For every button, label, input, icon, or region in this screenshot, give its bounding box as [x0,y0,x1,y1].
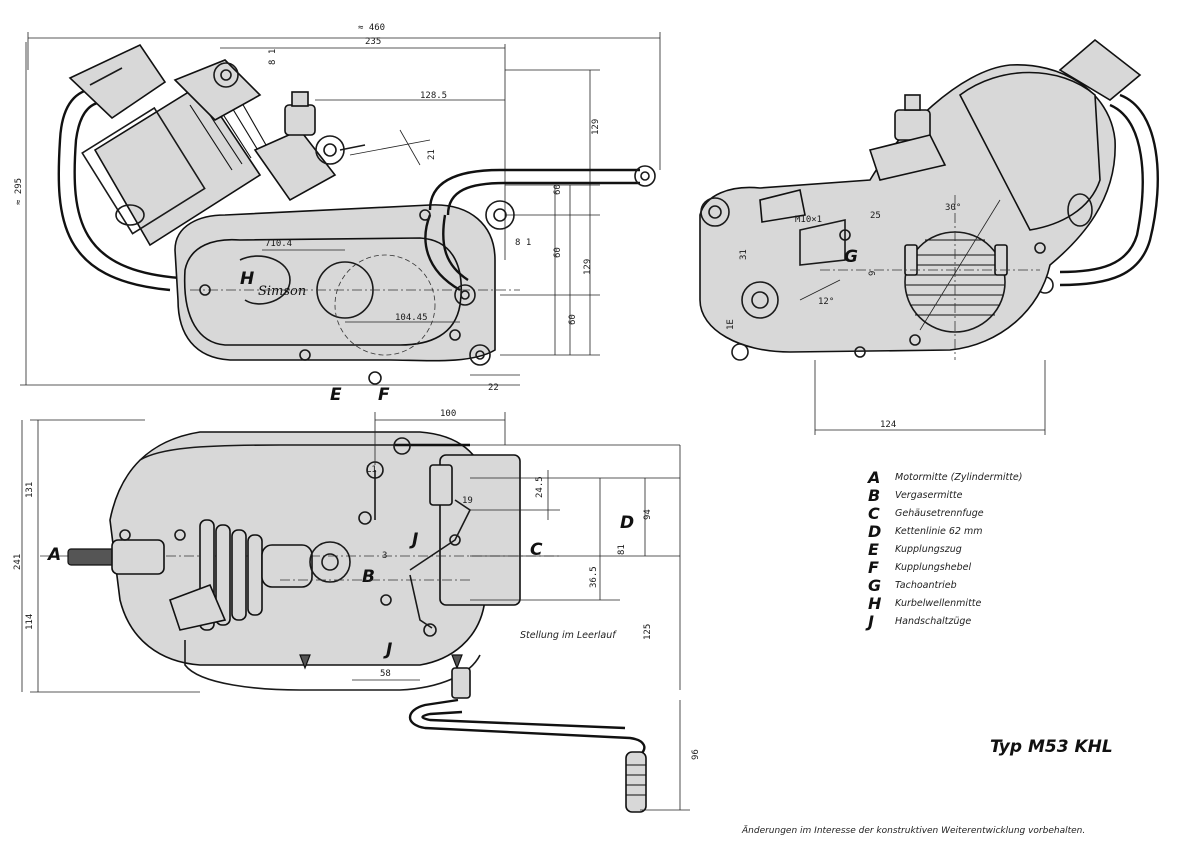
legend-item: H Kurbelwellenmitte [868,594,982,613]
dim-30deg: 30° [945,203,961,213]
dim-3: 3 [382,551,387,561]
type-title: Typ M53 KHL [990,737,1113,757]
dim-12deg: 12° [818,297,834,307]
dim-21: 21 [427,149,437,160]
legend-text: Kupplungshebel [895,562,971,573]
legend-text: Kupplungszug [895,544,962,555]
legend-text: Kurbelwellenmitte [895,598,982,609]
dim-1285: 128.5 [420,91,447,101]
legend-item: E Kupplungszug [868,540,962,559]
legend-item: G Tachoantrieb [868,576,957,595]
dim-96: 96 [691,749,701,760]
dim-114: 114 [25,614,35,630]
dim-8161: 8 1 [515,238,531,248]
dim-60a: 60 [553,184,563,195]
dim-60b: 60 [553,247,563,258]
dim-25: 25 [870,211,881,221]
dim-31: 31 [739,249,749,260]
legend-text: Kettenlinie 62 mm [895,526,982,537]
side-view-right: G 124 30° 25 M10×1 31 1E 12° 9 [699,38,1159,435]
dim-7104: 710.4 [265,239,292,249]
dim-124: 124 [880,420,896,430]
footnote: Änderungen im Interesse der konstruktive… [741,825,1085,836]
legend-item: A Motormitte (Zylindermitte) [866,468,1022,487]
label-D: D [620,513,634,533]
dim-1e: 1E [726,319,736,330]
legend-item: C Gehäusetrennfuge [868,504,984,523]
legend-letter: B [868,486,880,505]
dim-10445: 104.45 [395,313,428,323]
dim-245: 24.5 [535,476,545,498]
legend-item: J Handschaltzüge [865,612,971,631]
label-J1: J [409,530,418,550]
dim-100: 100 [440,409,456,419]
label-B: B [362,567,375,587]
legend-item: F Kupplungshebel [868,558,971,577]
legend-text: Vergasermitte [895,490,963,501]
dim-22: 22 [488,383,499,393]
kickstart-grip [626,764,646,796]
top-view: 131 241 114 A B [13,409,701,813]
dim-235: 235 [365,37,381,47]
label-C: C [530,540,543,560]
dim-129a: 129 [591,119,601,135]
dim-L1: L1 [366,465,377,475]
legend-letter: A [866,468,880,487]
dim-M10: M10×1 [795,215,822,225]
legend-text: Handschaltzüge [895,616,971,627]
dim-131: 131 [25,482,35,498]
label-A: A [46,545,61,565]
dim-81: 8 1 [268,49,278,65]
legend-letter: J [865,612,874,631]
legend-item: B Vergasermitte [868,486,963,505]
legend-letter: E [868,540,879,559]
label-G: G [844,247,858,267]
legend-letter: C [868,504,880,523]
dim-125: 125 [643,624,653,640]
label-H: H [240,269,254,289]
legend-letter: G [868,576,881,595]
legend-text: Motormitte (Zylindermitte) [895,472,1022,483]
dim-81v: 81 [617,544,627,555]
dim-94a: 94 [643,509,653,520]
label-J2: J [383,640,392,660]
legend-letter: H [868,594,882,613]
stellung-note: Stellung im Leerlauf [520,630,617,641]
dim-241: 241 [13,554,23,570]
label-E: E [330,385,342,405]
legend-text: Gehäusetrennfuge [895,508,984,519]
dim-129b: 129 [583,259,593,275]
dim-60c: 60 [568,314,578,325]
dim-58: 58 [380,669,391,679]
legend-letter: F [868,558,879,577]
dim-365: 36.5 [589,566,599,588]
legend-letter: D [868,522,881,541]
legend: A Motormitte (Zylindermitte) B Vergaserm… [865,468,1022,631]
legend-text: Tachoantrieb [895,580,957,591]
legend-item: D Kettenlinie 62 mm [868,522,982,541]
label-F: F [378,385,390,405]
dim-460: ≈ 460 [358,23,385,33]
brand-logo: Simson [258,284,306,299]
dim-9: 9 [868,271,878,276]
dim-19: 19 [462,496,473,506]
dim-295: ≈ 295 [14,178,24,205]
side-view-left: ≈ 460 235 128.5 ≈ 295 129 60 60 129 60 8… [14,23,661,405]
